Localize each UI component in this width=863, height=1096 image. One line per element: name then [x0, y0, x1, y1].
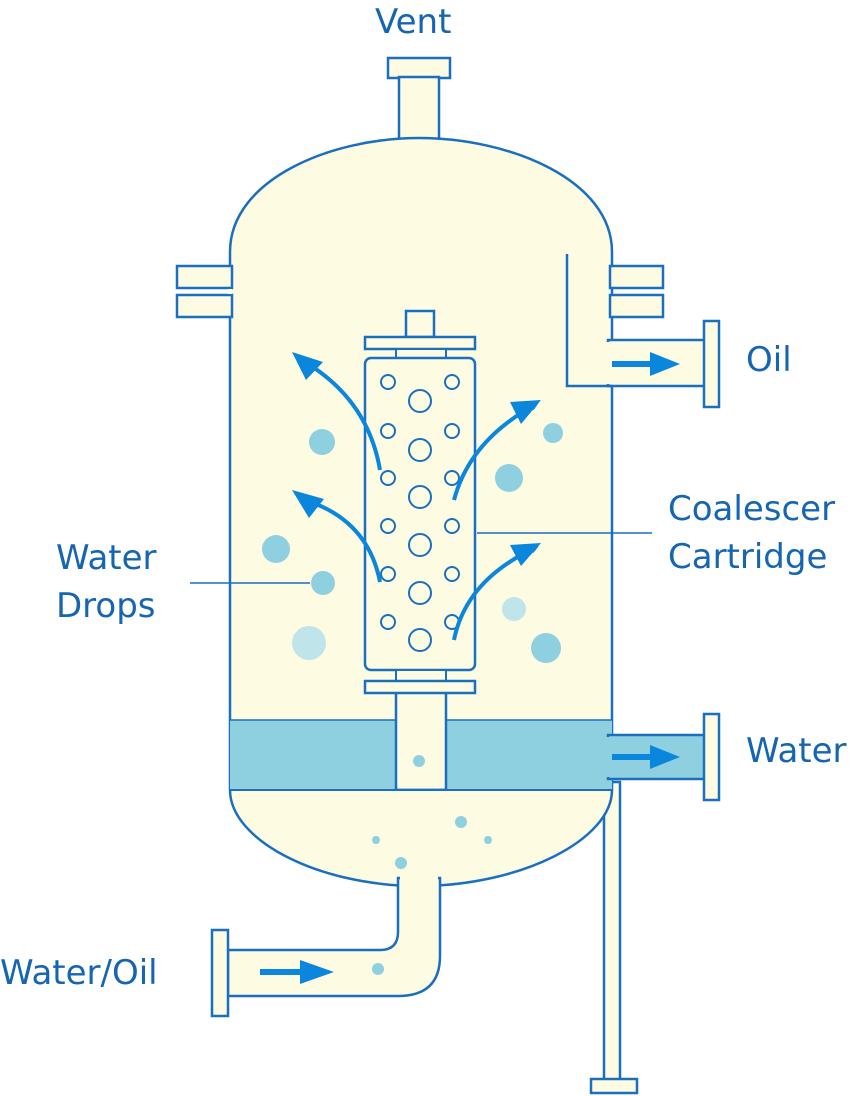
inlet-label: Water/Oil [0, 953, 158, 993]
flow-arrows [260, 352, 680, 984]
coalescer-label-line2: Cartridge [668, 537, 828, 577]
arrow-heads [292, 352, 541, 566]
vent-nozzle [386, 56, 452, 149]
drain-pipe [589, 780, 639, 1095]
riser-pipe [394, 692, 448, 797]
vent-label: Vent [375, 2, 452, 42]
arrow-right-icon [260, 960, 334, 984]
water-outlet-label: Water [746, 731, 847, 771]
inlet-pipe [210, 872, 442, 1018]
water-drops-label-line2: Drops [56, 586, 156, 626]
leader-lines [190, 532, 652, 584]
arrow-right-icon [612, 352, 680, 376]
water-droplets [262, 423, 563, 975]
coalescer-label-line1: Coalescer [668, 489, 836, 529]
curved-arrow-icon [301, 359, 382, 471]
body-flange [175, 264, 665, 319]
water-drops-label-line1: Water [56, 538, 157, 578]
arrow-right-icon [612, 745, 680, 769]
oil-label: Oil [746, 340, 792, 380]
coalescer-cartridge [363, 309, 477, 695]
